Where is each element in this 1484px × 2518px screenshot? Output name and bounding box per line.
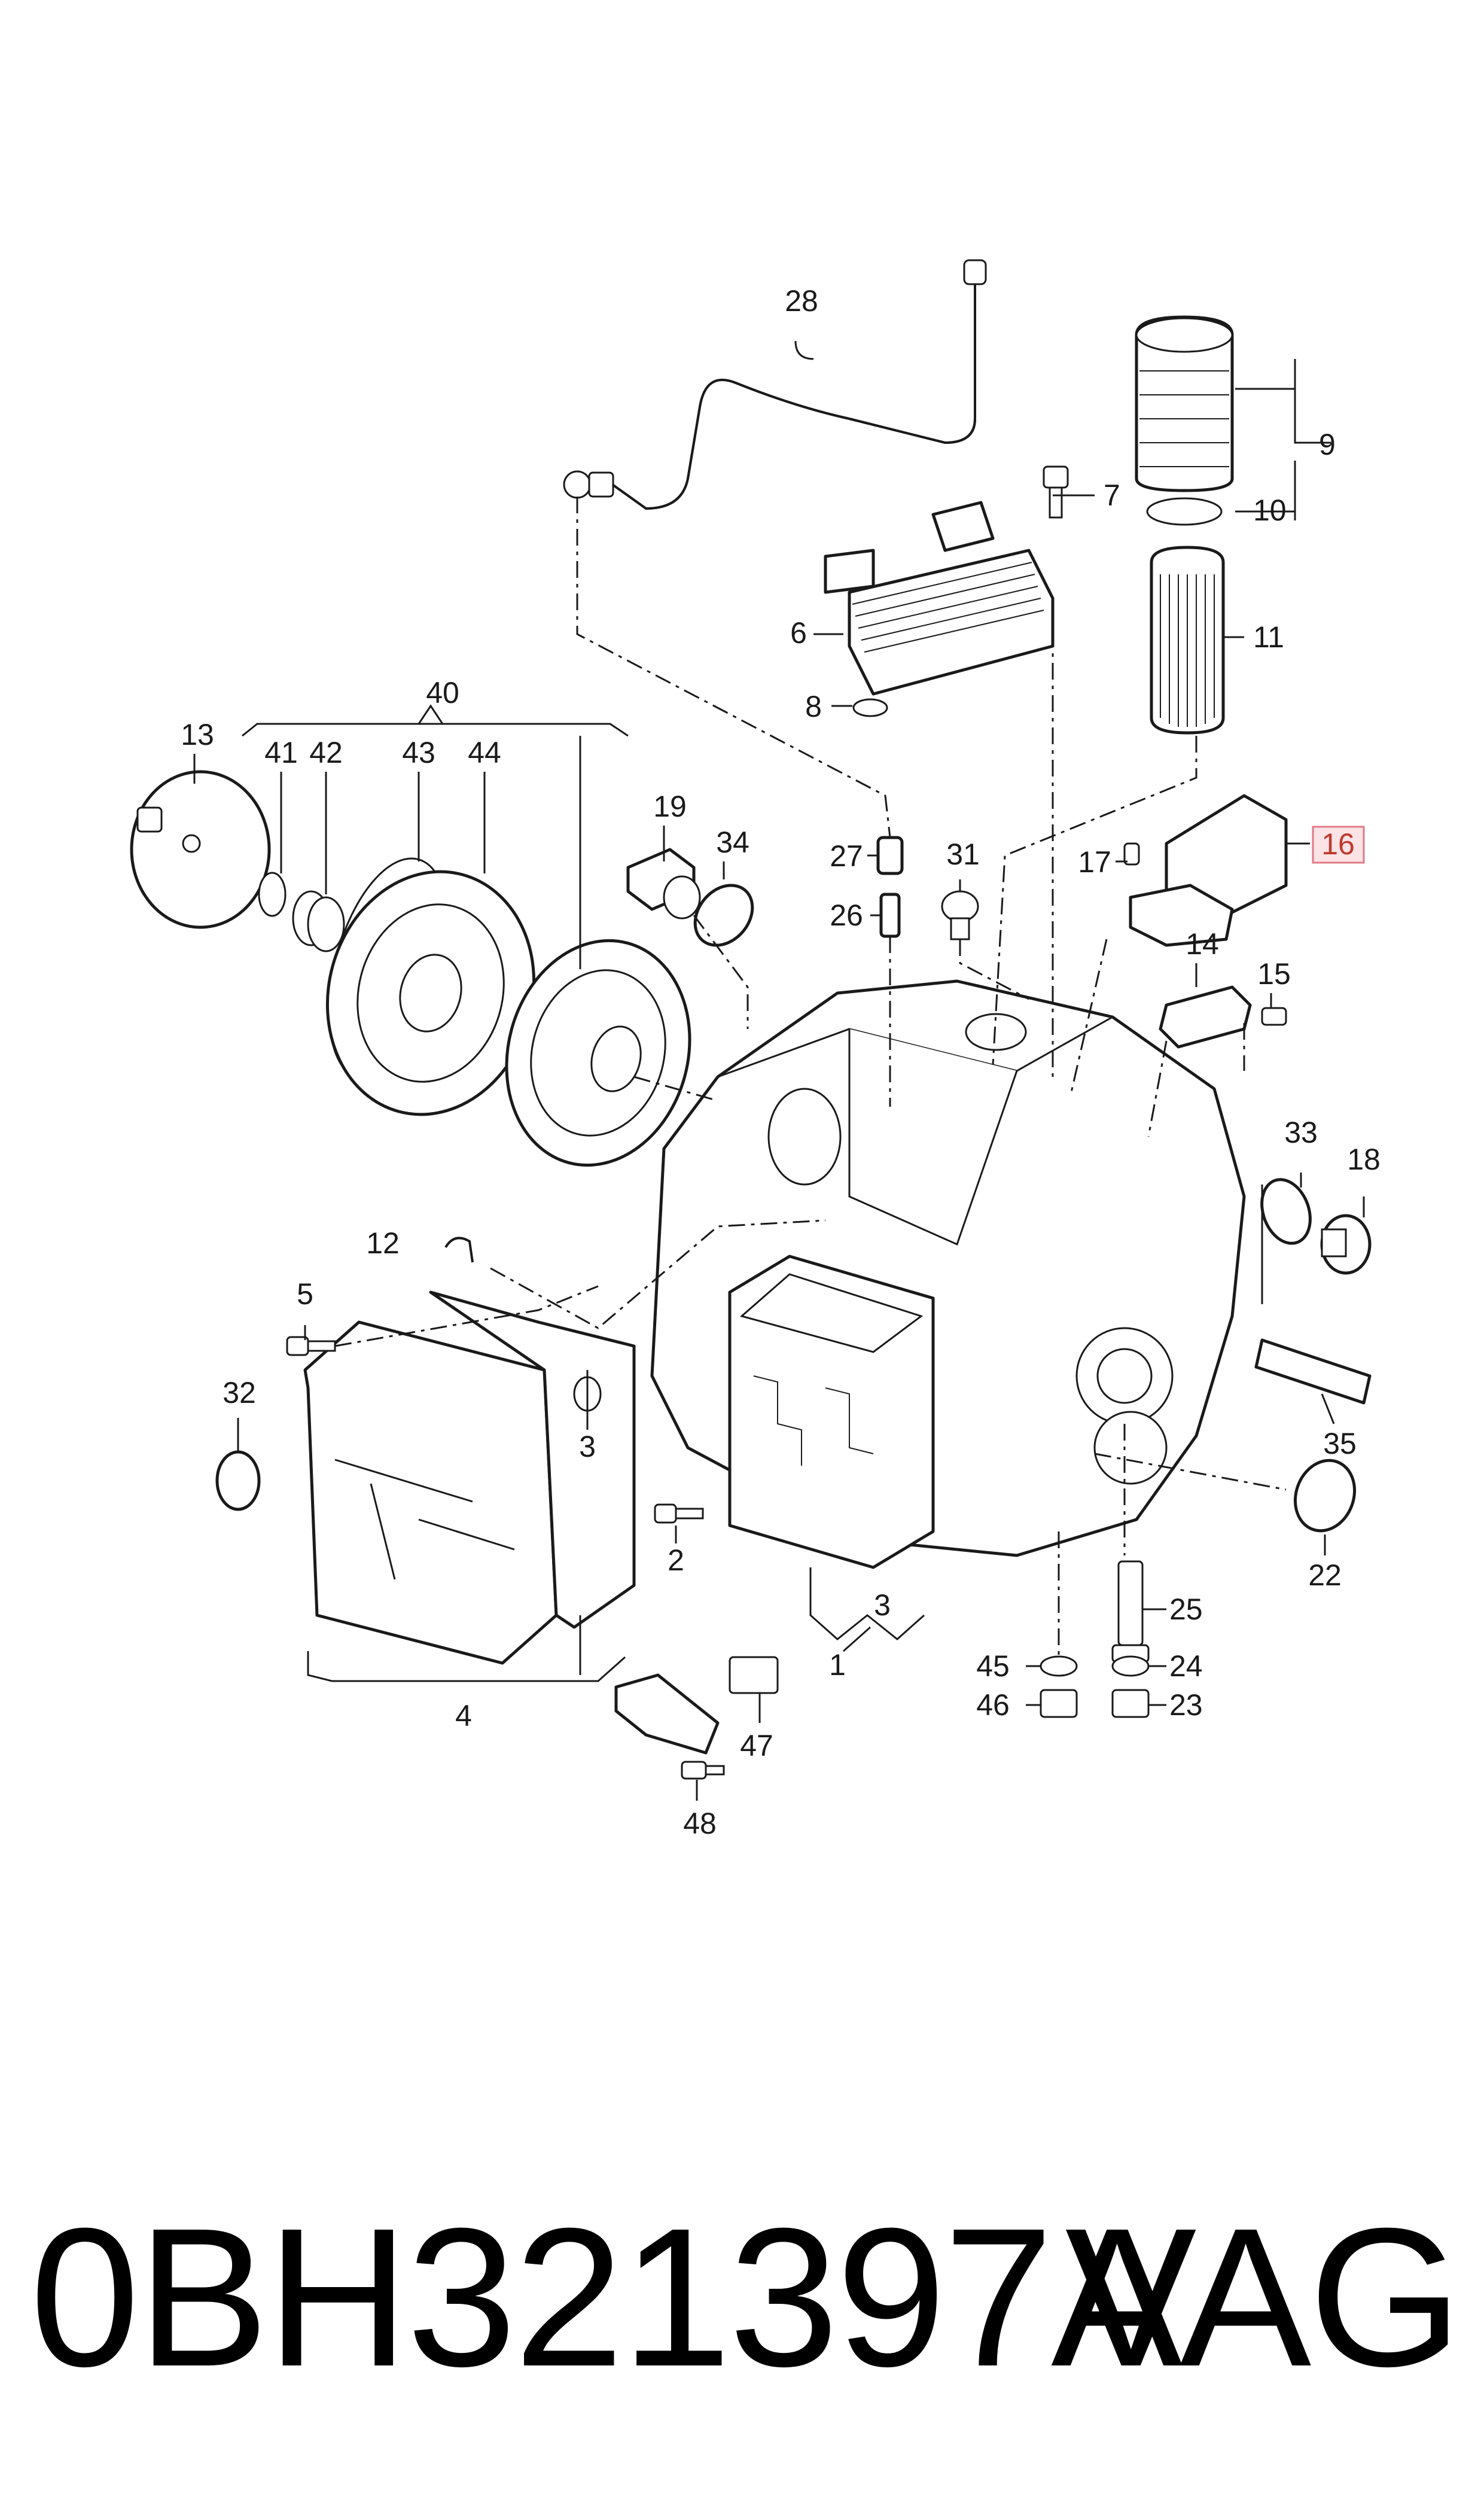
callout-42: 42 bbox=[309, 736, 343, 769]
hose-pipe bbox=[563, 259, 987, 510]
plug-25 bbox=[1111, 1560, 1150, 1663]
callout-47: 47 bbox=[740, 1729, 773, 1762]
callout-23: 23 bbox=[1169, 1688, 1203, 1722]
plug-18 bbox=[1320, 1214, 1372, 1275]
cover-13 bbox=[130, 770, 271, 929]
part-27 bbox=[876, 836, 904, 875]
callout-24: 24 bbox=[1169, 1649, 1203, 1683]
footer: 0BH321397A VAG bbox=[0, 2178, 1484, 2453]
ring-41 bbox=[258, 872, 287, 917]
bolt-15 bbox=[1261, 1007, 1287, 1026]
seal-45 bbox=[1040, 1655, 1078, 1677]
callout-40: 40 bbox=[426, 676, 459, 710]
oil-cooler bbox=[824, 501, 1055, 696]
callout-13: 13 bbox=[181, 718, 214, 751]
mechatronic-unit bbox=[728, 1255, 935, 1569]
callout-14: 14 bbox=[1186, 927, 1219, 961]
callout-5: 5 bbox=[297, 1277, 313, 1311]
seal-8 bbox=[852, 698, 888, 717]
bolt-5 bbox=[286, 1336, 336, 1356]
cover-14 bbox=[1159, 985, 1252, 1049]
callout-25: 25 bbox=[1169, 1593, 1203, 1626]
drum-44 bbox=[325, 870, 536, 1116]
callout-4: 4 bbox=[455, 1699, 472, 1733]
callout-46: 46 bbox=[976, 1688, 1010, 1722]
callout-33: 33 bbox=[1284, 1116, 1318, 1149]
assembly-lines bbox=[334, 497, 1287, 1657]
callout-43: 43 bbox=[402, 736, 435, 769]
sensor-47 bbox=[614, 1656, 779, 1755]
callout-3b: 3 bbox=[874, 1588, 891, 1622]
cap-22 bbox=[1293, 1459, 1357, 1533]
callout-17: 17 bbox=[1078, 845, 1111, 879]
callout-18: 18 bbox=[1347, 1143, 1381, 1176]
callout-34: 34 bbox=[716, 826, 749, 859]
plug-46 bbox=[1040, 1689, 1078, 1718]
clip-12 bbox=[444, 1237, 474, 1263]
callout-44: 44 bbox=[468, 736, 501, 769]
callout-1: 1 bbox=[829, 1648, 846, 1682]
callout-31: 31 bbox=[946, 838, 980, 871]
callout-19: 19 bbox=[653, 790, 687, 823]
callout-8: 8 bbox=[805, 690, 822, 723]
plug-31 bbox=[941, 890, 979, 940]
exploded-parts-diagram: 28 7 9 10 6 11 8 40 13 41 42 43 44 19 34… bbox=[130, 259, 1381, 1840]
plug-19 bbox=[626, 848, 701, 919]
callout-11: 11 bbox=[1253, 620, 1284, 654]
bolt-7 bbox=[1043, 465, 1069, 519]
callout-2: 2 bbox=[668, 1543, 684, 1577]
callout-15: 15 bbox=[1257, 957, 1291, 991]
callout-26: 26 bbox=[830, 899, 863, 932]
callout-16-highlight: 16 bbox=[1312, 826, 1365, 864]
callout-22: 22 bbox=[1308, 1558, 1342, 1592]
callout-28: 28 bbox=[785, 284, 818, 318]
callout-9: 9 bbox=[1319, 428, 1336, 461]
callout-32: 32 bbox=[223, 1376, 256, 1409]
callout-6: 6 bbox=[790, 616, 807, 650]
springs-42 bbox=[292, 890, 345, 952]
leader-lines bbox=[193, 340, 1365, 1801]
bolt-2 bbox=[654, 1503, 704, 1524]
seal-32 bbox=[215, 1450, 261, 1511]
seal-24 bbox=[1111, 1655, 1150, 1677]
callout-27: 27 bbox=[830, 839, 863, 873]
filter-element bbox=[1150, 546, 1225, 735]
plug-23 bbox=[1111, 1689, 1150, 1718]
seal-34 bbox=[693, 884, 754, 947]
oil-pan bbox=[303, 1290, 636, 1665]
callout-45: 45 bbox=[976, 1649, 1010, 1683]
part-26 bbox=[879, 893, 901, 938]
brand-name: VAG bbox=[1065, 2187, 1462, 2407]
clutch-pack bbox=[505, 939, 691, 1167]
part-number: 0BH321397A bbox=[30, 2187, 1183, 2407]
callout-16: 16 bbox=[1321, 827, 1355, 861]
filter-housing bbox=[1135, 315, 1234, 526]
callout-7: 7 bbox=[1104, 479, 1120, 512]
callout-10: 10 bbox=[1253, 494, 1287, 527]
seal-33 bbox=[1260, 1178, 1312, 1245]
part-16-bracket bbox=[1123, 794, 1288, 947]
callout-3a: 3 bbox=[579, 1430, 596, 1463]
callout-35: 35 bbox=[1323, 1427, 1357, 1460]
callout-48: 48 bbox=[683, 1807, 717, 1840]
callout-12: 12 bbox=[366, 1226, 400, 1260]
tube-35 bbox=[1254, 1338, 1372, 1405]
callouts: 28 7 9 10 6 11 8 40 13 41 42 43 44 19 34… bbox=[181, 284, 1381, 1840]
callout-41: 41 bbox=[264, 736, 298, 769]
bolt-48 bbox=[681, 1761, 725, 1780]
